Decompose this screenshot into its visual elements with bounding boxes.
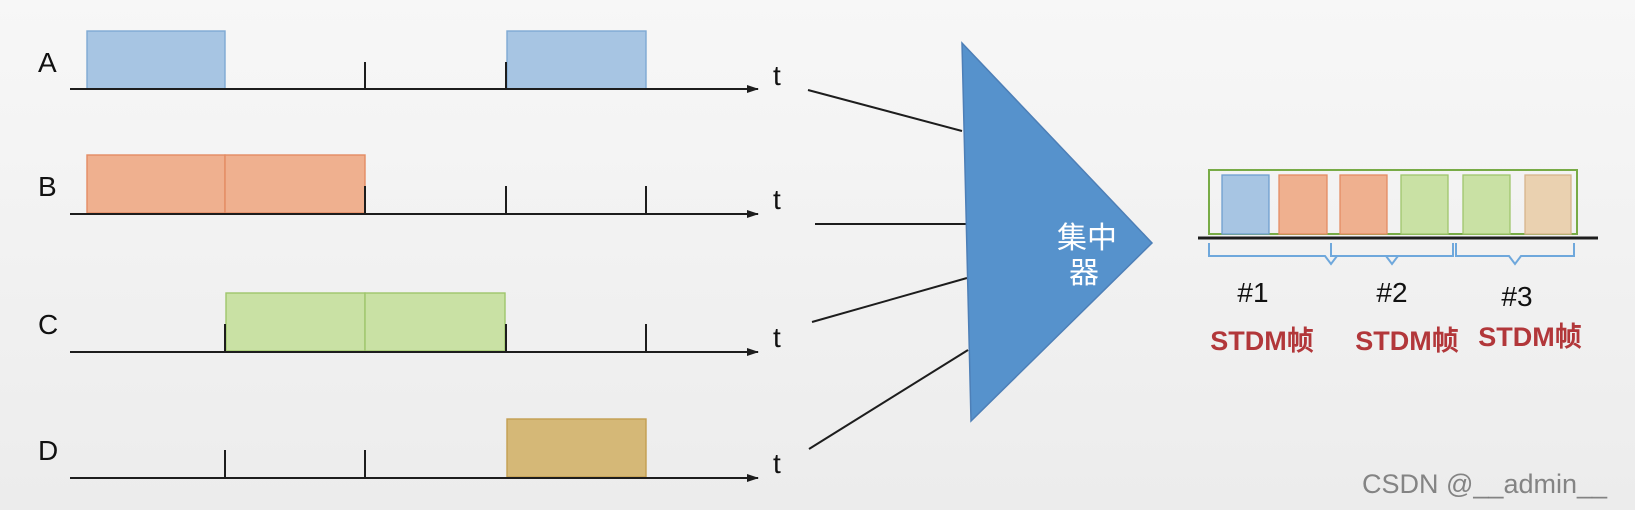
signal-a-block-1: [86, 30, 226, 90]
signal-c-label: C: [38, 309, 58, 340]
frame-slot-4: [1400, 174, 1449, 235]
watermark: CSDN @__admin__: [1362, 469, 1608, 499]
signal-b-label: B: [38, 171, 57, 202]
signal-row-c: C t: [38, 292, 781, 356]
signal-c-time-label: t: [773, 322, 781, 353]
input-line-a: [807, 89, 963, 132]
frame-label-3: STDM帧: [1478, 322, 1582, 352]
signal-a-block-2: [506, 30, 647, 90]
signal-a-label: A: [38, 47, 57, 78]
frame-label-2: STDM帧: [1355, 326, 1459, 356]
signal-c-block-2: [364, 292, 506, 352]
frame-slot-6: [1524, 174, 1572, 235]
concentrator-triangle: [961, 41, 1154, 423]
frame-bracket-3: [1455, 243, 1575, 266]
concentrator-label-line1: 集中: [1057, 222, 1117, 255]
input-line-c: [811, 277, 968, 323]
frame-number-3: #3: [1501, 281, 1532, 312]
input-lines: [807, 89, 969, 450]
frame-slot-3: [1339, 174, 1388, 235]
input-line-d: [808, 349, 969, 450]
stdm-output-frame: #1 #2 #3 STDM帧 STDM帧 STDM帧: [1198, 169, 1598, 356]
signal-b-time-label: t: [773, 184, 781, 215]
signal-c-block-1: [225, 292, 366, 352]
output-frame-border: [1208, 169, 1578, 235]
signal-b-block-2: [224, 154, 366, 214]
signal-d-label: D: [38, 435, 58, 466]
signal-row-b: B t: [38, 154, 781, 218]
frame-slot-2: [1278, 174, 1328, 235]
signal-row-a: A t: [38, 30, 781, 93]
signal-b-block-1: [86, 154, 226, 214]
signal-a-time-label: t: [773, 60, 781, 91]
frame-number-2: #2: [1376, 277, 1407, 308]
concentrator: 集中 器: [961, 41, 1154, 423]
frame-label-1: STDM帧: [1210, 326, 1314, 356]
frame-number-1: #1: [1237, 277, 1268, 308]
frame-slot-1: [1221, 174, 1270, 235]
concentrator-label-line2: 器: [1069, 257, 1099, 290]
frame-slot-5: [1462, 174, 1511, 235]
signal-d-time-label: t: [773, 448, 781, 479]
frame-bracket-segment-2: [1330, 243, 1454, 266]
signal-d-block-1: [506, 418, 647, 478]
signal-row-d: D t: [38, 418, 781, 482]
